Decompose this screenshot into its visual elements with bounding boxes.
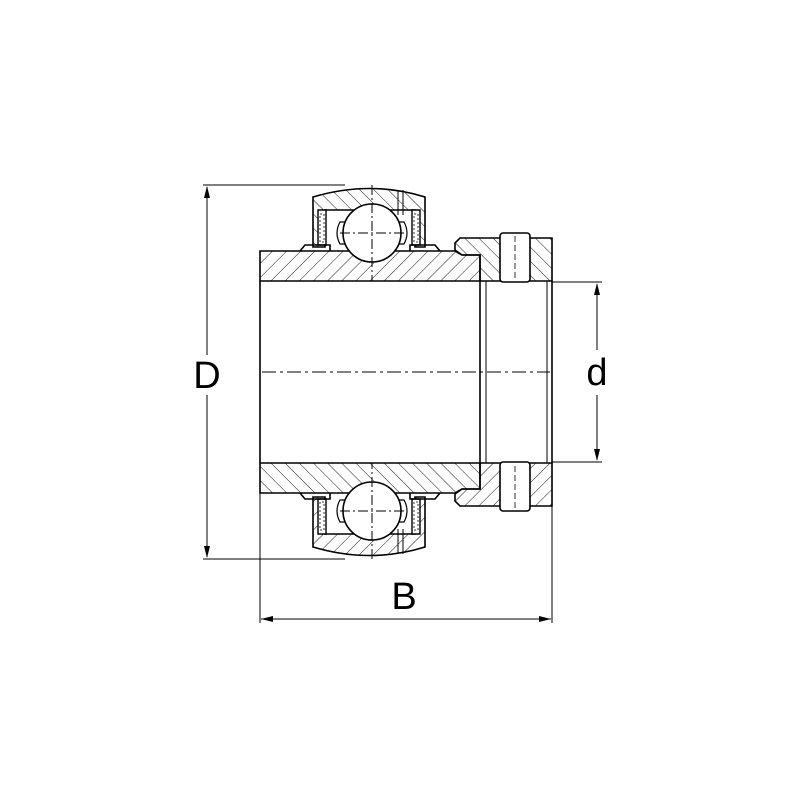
dimension-B xyxy=(259,493,553,623)
dimension-D xyxy=(203,184,345,560)
dimension-label-d: d xyxy=(586,352,607,394)
bore-outline xyxy=(259,281,553,463)
dimension-label-D: D xyxy=(193,355,220,397)
dimension-label-B: B xyxy=(391,576,416,618)
bearing-top-half xyxy=(259,184,553,283)
bearing-bottom-half xyxy=(259,461,553,560)
dimension-d xyxy=(552,281,602,463)
